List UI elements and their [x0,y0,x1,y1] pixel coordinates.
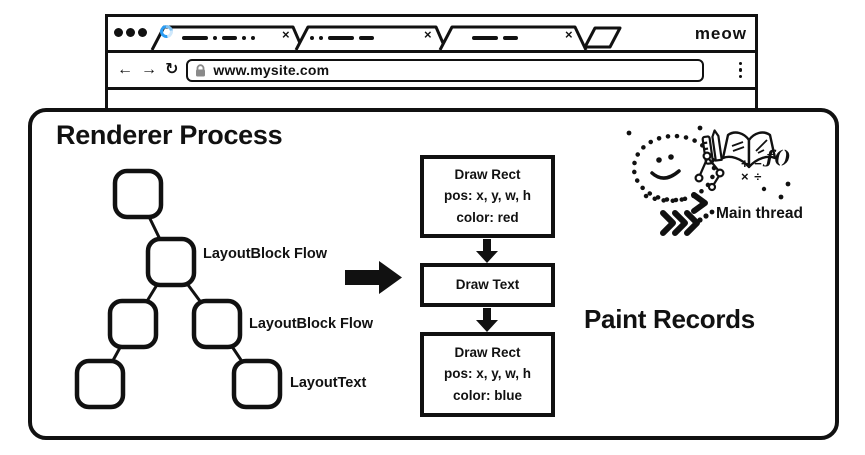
lock-icon [196,63,206,76]
forward-button[interactable]: → [141,61,157,78]
url-text: www.mysite.com [213,62,330,78]
tab-1-close-icon[interactable]: × [282,27,290,42]
url-field[interactable]: www.mysite.com [186,58,705,82]
window-dot-icon[interactable] [138,28,147,37]
tab-strip: × × × meow [108,17,755,53]
tree-label-layoutblock-1: LayoutBlock Flow [203,246,328,262]
paint-record-line: pos: x, y, w, h [443,188,531,204]
paint-record-draw-rect-blue: Draw Rect pos: x, y, w, h color: blue [420,332,555,417]
main-thread-label: Main thread [716,205,803,222]
menu-kebab-icon[interactable] [738,61,742,79]
tree-label-layoutblock-2: LayoutBlock Flow [249,316,374,332]
math-symbols-bottom: × ÷ [741,169,763,184]
reload-button[interactable]: ↻ [165,61,179,78]
address-bar: ← → ↻ www.mysite.com [108,53,755,90]
paint-record-line: Draw Rect [454,167,521,183]
paint-record-line: Draw Rect [454,345,521,361]
window-dot-icon[interactable] [114,28,123,37]
browser-logo: meow [694,24,747,43]
tab-3-title-scribble [472,36,518,40]
function-notation: ƒ() [766,147,791,168]
paint-record-line: Draw Text [455,276,520,292]
new-tab-button[interactable] [583,26,622,49]
paint-record-draw-rect-red: Draw Rect pos: x, y, w, h color: red [420,155,555,238]
renderer-process-title: Renderer Process [56,120,283,150]
tab-2-close-icon[interactable]: × [424,27,432,42]
paint-record-line: pos: x, y, w, h [443,366,531,382]
paint-record-draw-text: Draw Text [420,263,555,307]
paint-record-line: color: red [456,209,519,225]
tab-2-title-scribble [310,36,374,40]
back-button[interactable]: ← [117,61,133,78]
browser-window: × × × meow ← → ↻ www.mysite.com [105,14,758,110]
window-dot-icon[interactable] [126,28,135,37]
window-control-buttons[interactable] [114,28,147,37]
tab-3-close-icon[interactable]: × [565,27,573,42]
paint-record-line: color: blue [452,387,522,403]
tree-label-layouttext: LayoutText [290,375,367,391]
paint-records-title: Paint Records [584,304,755,334]
tab-1-title-scribble [182,36,255,40]
